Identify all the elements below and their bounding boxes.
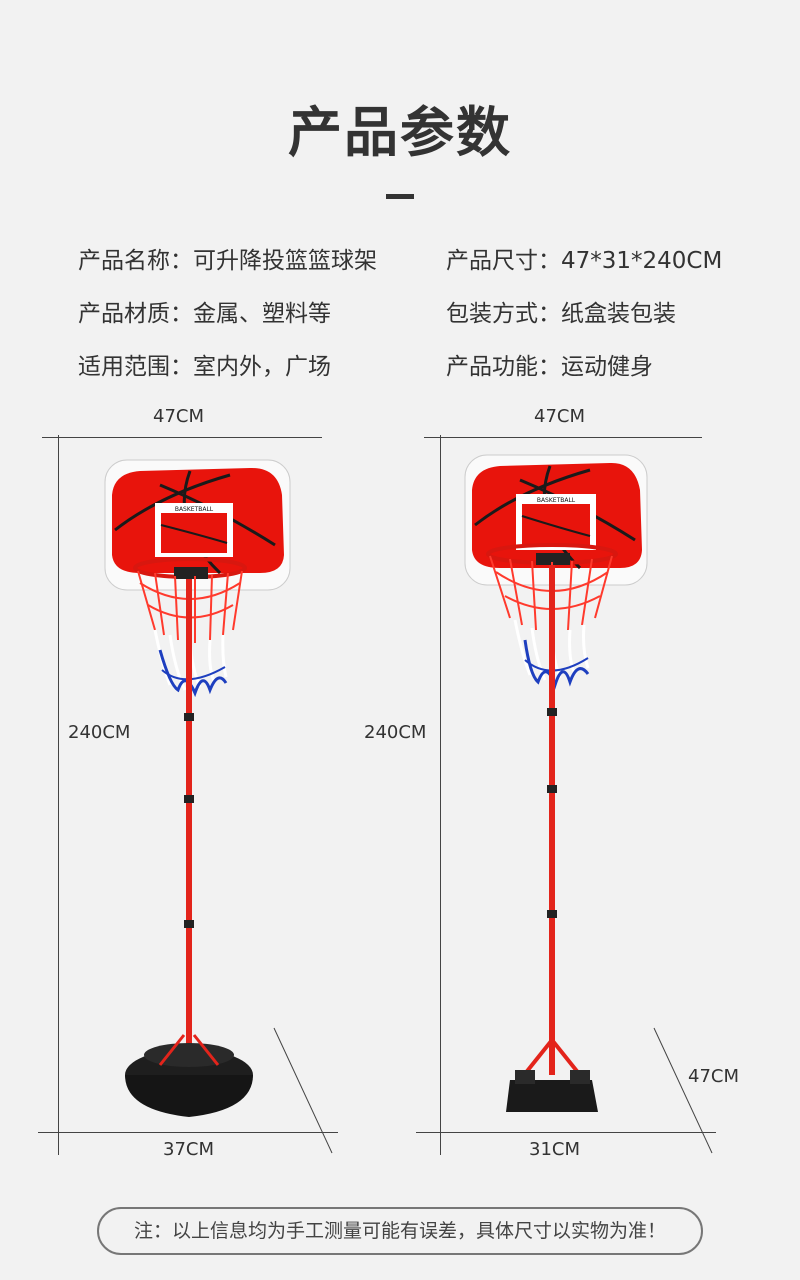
left-width-label: 47CM <box>153 406 205 427</box>
svg-text:BASKETBALL: BASKETBALL <box>175 506 214 513</box>
left-top-dimension-line <box>42 437 322 438</box>
left-depth-dimension-line <box>273 1027 333 1154</box>
right-top-dimension-line <box>424 437 702 438</box>
svg-text:BASKETBALL: BASKETBALL <box>537 497 576 504</box>
right-width-label: 47CM <box>534 406 586 427</box>
left-height-dimension-line <box>58 435 59 1155</box>
right-depth-label: 47CM <box>688 1066 740 1087</box>
spec-packaging: 包装方式：纸盒装包装 <box>446 301 676 327</box>
left-bottom-dimension-line <box>38 1132 338 1133</box>
right-bottom-dimension-line <box>416 1132 716 1133</box>
left-base-label: 37CM <box>163 1139 215 1160</box>
title-underline <box>386 194 414 199</box>
spec-product-name: 产品名称：可升降投篮篮球架 <box>78 248 377 274</box>
right-base-label: 31CM <box>529 1139 581 1160</box>
spec-product-size: 产品尺寸：47*31*240CM <box>446 248 723 274</box>
spec-material: 产品材质：金属、塑料等 <box>78 301 331 327</box>
page-title: 产品参数 <box>288 101 512 164</box>
spec-usage: 适用范围：室内外，广场 <box>78 354 331 380</box>
disclaimer-note: 注：以上信息均为手工测量可能有误差，具体尺寸以实物为准！ <box>97 1207 703 1255</box>
right-depth-dimension-line <box>653 1027 713 1154</box>
right-hoop-photo: BASKETBALL <box>464 454 648 1112</box>
right-height-label: 240CM <box>364 722 427 743</box>
right-height-dimension-line <box>440 435 441 1155</box>
left-hoop-photo: BASKETBALL <box>104 459 291 1117</box>
spec-function: 产品功能：运动健身 <box>446 354 653 380</box>
left-height-label: 240CM <box>68 722 131 743</box>
